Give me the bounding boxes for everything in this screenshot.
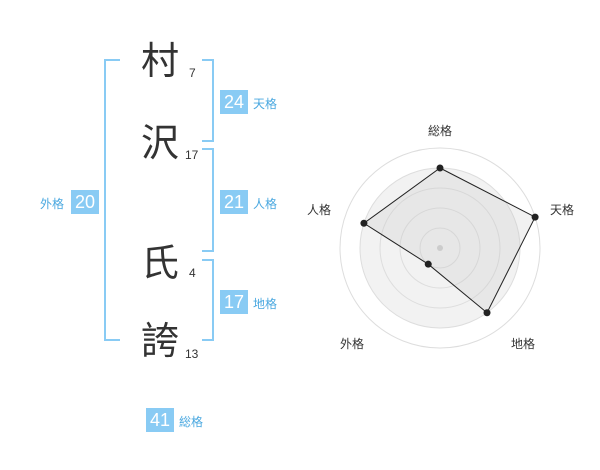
- soukaku-value-badge: 41: [146, 408, 174, 432]
- tenkaku-bracket: [202, 59, 214, 142]
- radar-point-3: [424, 260, 432, 268]
- jinkaku-bracket: [202, 148, 214, 252]
- radar-axis-label-gaikaku: 外格: [340, 337, 365, 351]
- radar-points: [360, 164, 539, 317]
- radar-axis-label-tenkaku: 天格: [550, 203, 575, 217]
- radar-center-dot: [437, 245, 443, 251]
- jinkaku-value-badge: 21: [220, 190, 248, 214]
- radar-axis-label-jinkaku: 人格: [307, 203, 332, 217]
- jinkaku-label: 人格: [253, 197, 278, 211]
- chikaku-label: 地格: [253, 297, 278, 311]
- gaikaku-label: 外格: [40, 197, 65, 211]
- radar-grid-ring: [379, 187, 501, 309]
- radar-grid-ring: [399, 207, 481, 289]
- chikaku-bracket: [202, 259, 214, 341]
- radar-axis-label-chikaku: 地格: [511, 337, 536, 351]
- chikaku-value-badge: 17: [220, 290, 248, 314]
- radar-axis-label-soukaku: 総格: [428, 124, 453, 138]
- radar-grid-ring: [339, 147, 541, 349]
- radar-series-polygon: [363, 167, 536, 314]
- radar-point-1: [531, 213, 539, 221]
- soukaku-label: 総格: [179, 415, 204, 429]
- radar-grid-ring: [419, 227, 461, 269]
- name-char-4: 誇: [141, 319, 180, 363]
- name-char-2: 沢: [141, 121, 180, 165]
- gaikaku-bracket: [104, 59, 120, 341]
- radar-point-4: [360, 219, 368, 227]
- stroke-count-1: 7: [189, 66, 196, 80]
- stroke-count-2: 17: [185, 148, 199, 162]
- tenkaku-value-badge: 24: [220, 90, 248, 114]
- name-char-1: 村: [141, 39, 180, 83]
- radar-point-2: [483, 309, 491, 317]
- radar-point-0: [436, 164, 444, 172]
- name-char-3: 氏: [141, 241, 180, 285]
- stroke-count-3: 4: [189, 266, 196, 280]
- stroke-count-4: 13: [185, 347, 199, 361]
- tenkaku-label: 天格: [253, 97, 278, 111]
- radar-series-fill: [363, 168, 536, 313]
- gaikaku-value-badge: 20: [71, 190, 99, 214]
